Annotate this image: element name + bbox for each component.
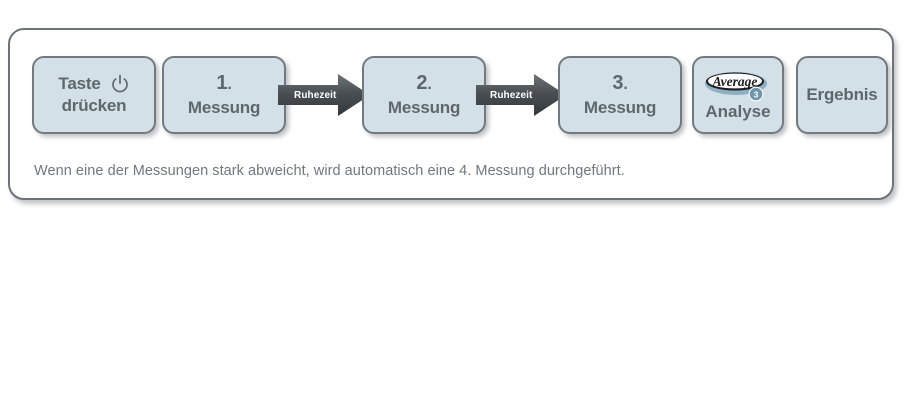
arrow-label-ruhezeit-1: Ruhezeit (294, 89, 337, 101)
step-label-taste: Taste (58, 74, 101, 94)
power-icon (110, 74, 130, 94)
diagram-caption: Wenn eine der Messungen stark abweicht, … (34, 163, 625, 179)
step-number-1: 1. (216, 72, 232, 95)
step-label-messung-2: Messung (387, 97, 461, 117)
step-label-ergebnis: Ergebnis (806, 85, 878, 105)
diagram-panel: Taste drücken 1. Messung (8, 28, 894, 200)
step-box-analyse[interactable]: Average 3 Analyse (692, 56, 784, 134)
step-label-druecken: drücken (61, 96, 127, 115)
arrow-label-ruhezeit-2: Ruhezeit (490, 89, 533, 101)
step-box-messung-1[interactable]: 1. Messung (162, 56, 286, 134)
arrow-ruhezeit-2: Ruhezeit (476, 74, 566, 116)
step-label-messung-1: Messung (187, 97, 261, 117)
step-box-messung-2[interactable]: 2. Messung (362, 56, 486, 134)
step-label-analyse: Analyse (705, 102, 771, 122)
arrow-ruhezeit-1: Ruhezeit (278, 74, 370, 116)
step-box-messung-3[interactable]: 3. Messung (558, 56, 682, 134)
step-box-ergebnis[interactable]: Ergebnis (796, 56, 888, 134)
average-3-logo-icon: Average 3 (701, 68, 775, 102)
step-number-2: 2. (416, 72, 432, 95)
svg-text:3: 3 (754, 90, 759, 100)
step-number-3: 3. (612, 72, 628, 95)
measurement-flow: Taste drücken 1. Messung (10, 30, 896, 150)
step-box-taste-druecken[interactable]: Taste drücken (32, 56, 156, 134)
step-label-messung-3: Messung (583, 97, 657, 117)
svg-text:Average: Average (712, 74, 758, 89)
taste-row: Taste (58, 73, 129, 95)
